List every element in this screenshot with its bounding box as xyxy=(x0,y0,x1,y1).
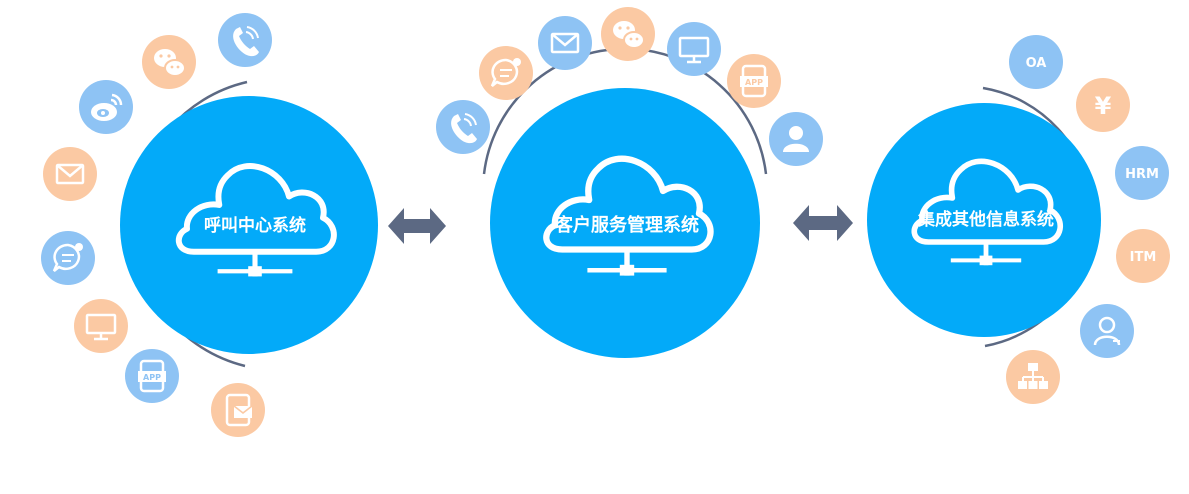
left-channel-app: APP xyxy=(125,349,179,403)
hub-customer-service: 客户服务管理系统 xyxy=(490,88,760,358)
left-channel-weibo xyxy=(79,80,133,134)
left-channel-monitor xyxy=(74,299,128,353)
right-system-itm: ITM xyxy=(1116,229,1170,283)
system-label-hrm: HRM xyxy=(1125,167,1159,182)
left-channel-chat xyxy=(41,231,95,285)
hub-call-center: 呼叫中心系统 xyxy=(120,96,378,354)
right-system-user xyxy=(1080,304,1134,358)
right-system-oa: OA xyxy=(1009,35,1063,89)
hub-label-call-center: 呼叫中心系统 xyxy=(204,215,306,236)
left-channel-wechat xyxy=(142,35,196,89)
hub-label-customer-service: 客户服务管理系统 xyxy=(555,214,699,236)
center-channel-monitor xyxy=(667,22,721,76)
system-label-itm: ITM xyxy=(1130,250,1157,265)
center-channel-phone xyxy=(436,100,490,154)
center-channel-app: APP xyxy=(727,54,781,108)
left-channel-phone xyxy=(218,13,272,67)
app-badge-text: APP xyxy=(143,373,161,382)
center-channel-user xyxy=(769,112,823,166)
right-system-org xyxy=(1006,350,1060,404)
double-arrow-right xyxy=(793,205,853,241)
app-badge-text: APP xyxy=(745,78,763,87)
right-system-hrm: HRM xyxy=(1115,146,1169,200)
hub-integration: 集成其他信息系统 xyxy=(867,103,1101,337)
left-channel-sms xyxy=(211,383,265,437)
center-channel-wechat xyxy=(601,7,655,61)
hub-label-integration: 集成其他信息系统 xyxy=(917,209,1054,230)
right-system-finance: ¥ xyxy=(1076,78,1130,132)
left-channel-mail xyxy=(43,147,97,201)
system-label-oa: OA xyxy=(1026,56,1047,71)
center-channel-chat xyxy=(479,46,533,100)
yen-icon: ¥ xyxy=(1095,92,1112,120)
double-arrow-left xyxy=(388,208,446,244)
center-channel-mail xyxy=(538,16,592,70)
